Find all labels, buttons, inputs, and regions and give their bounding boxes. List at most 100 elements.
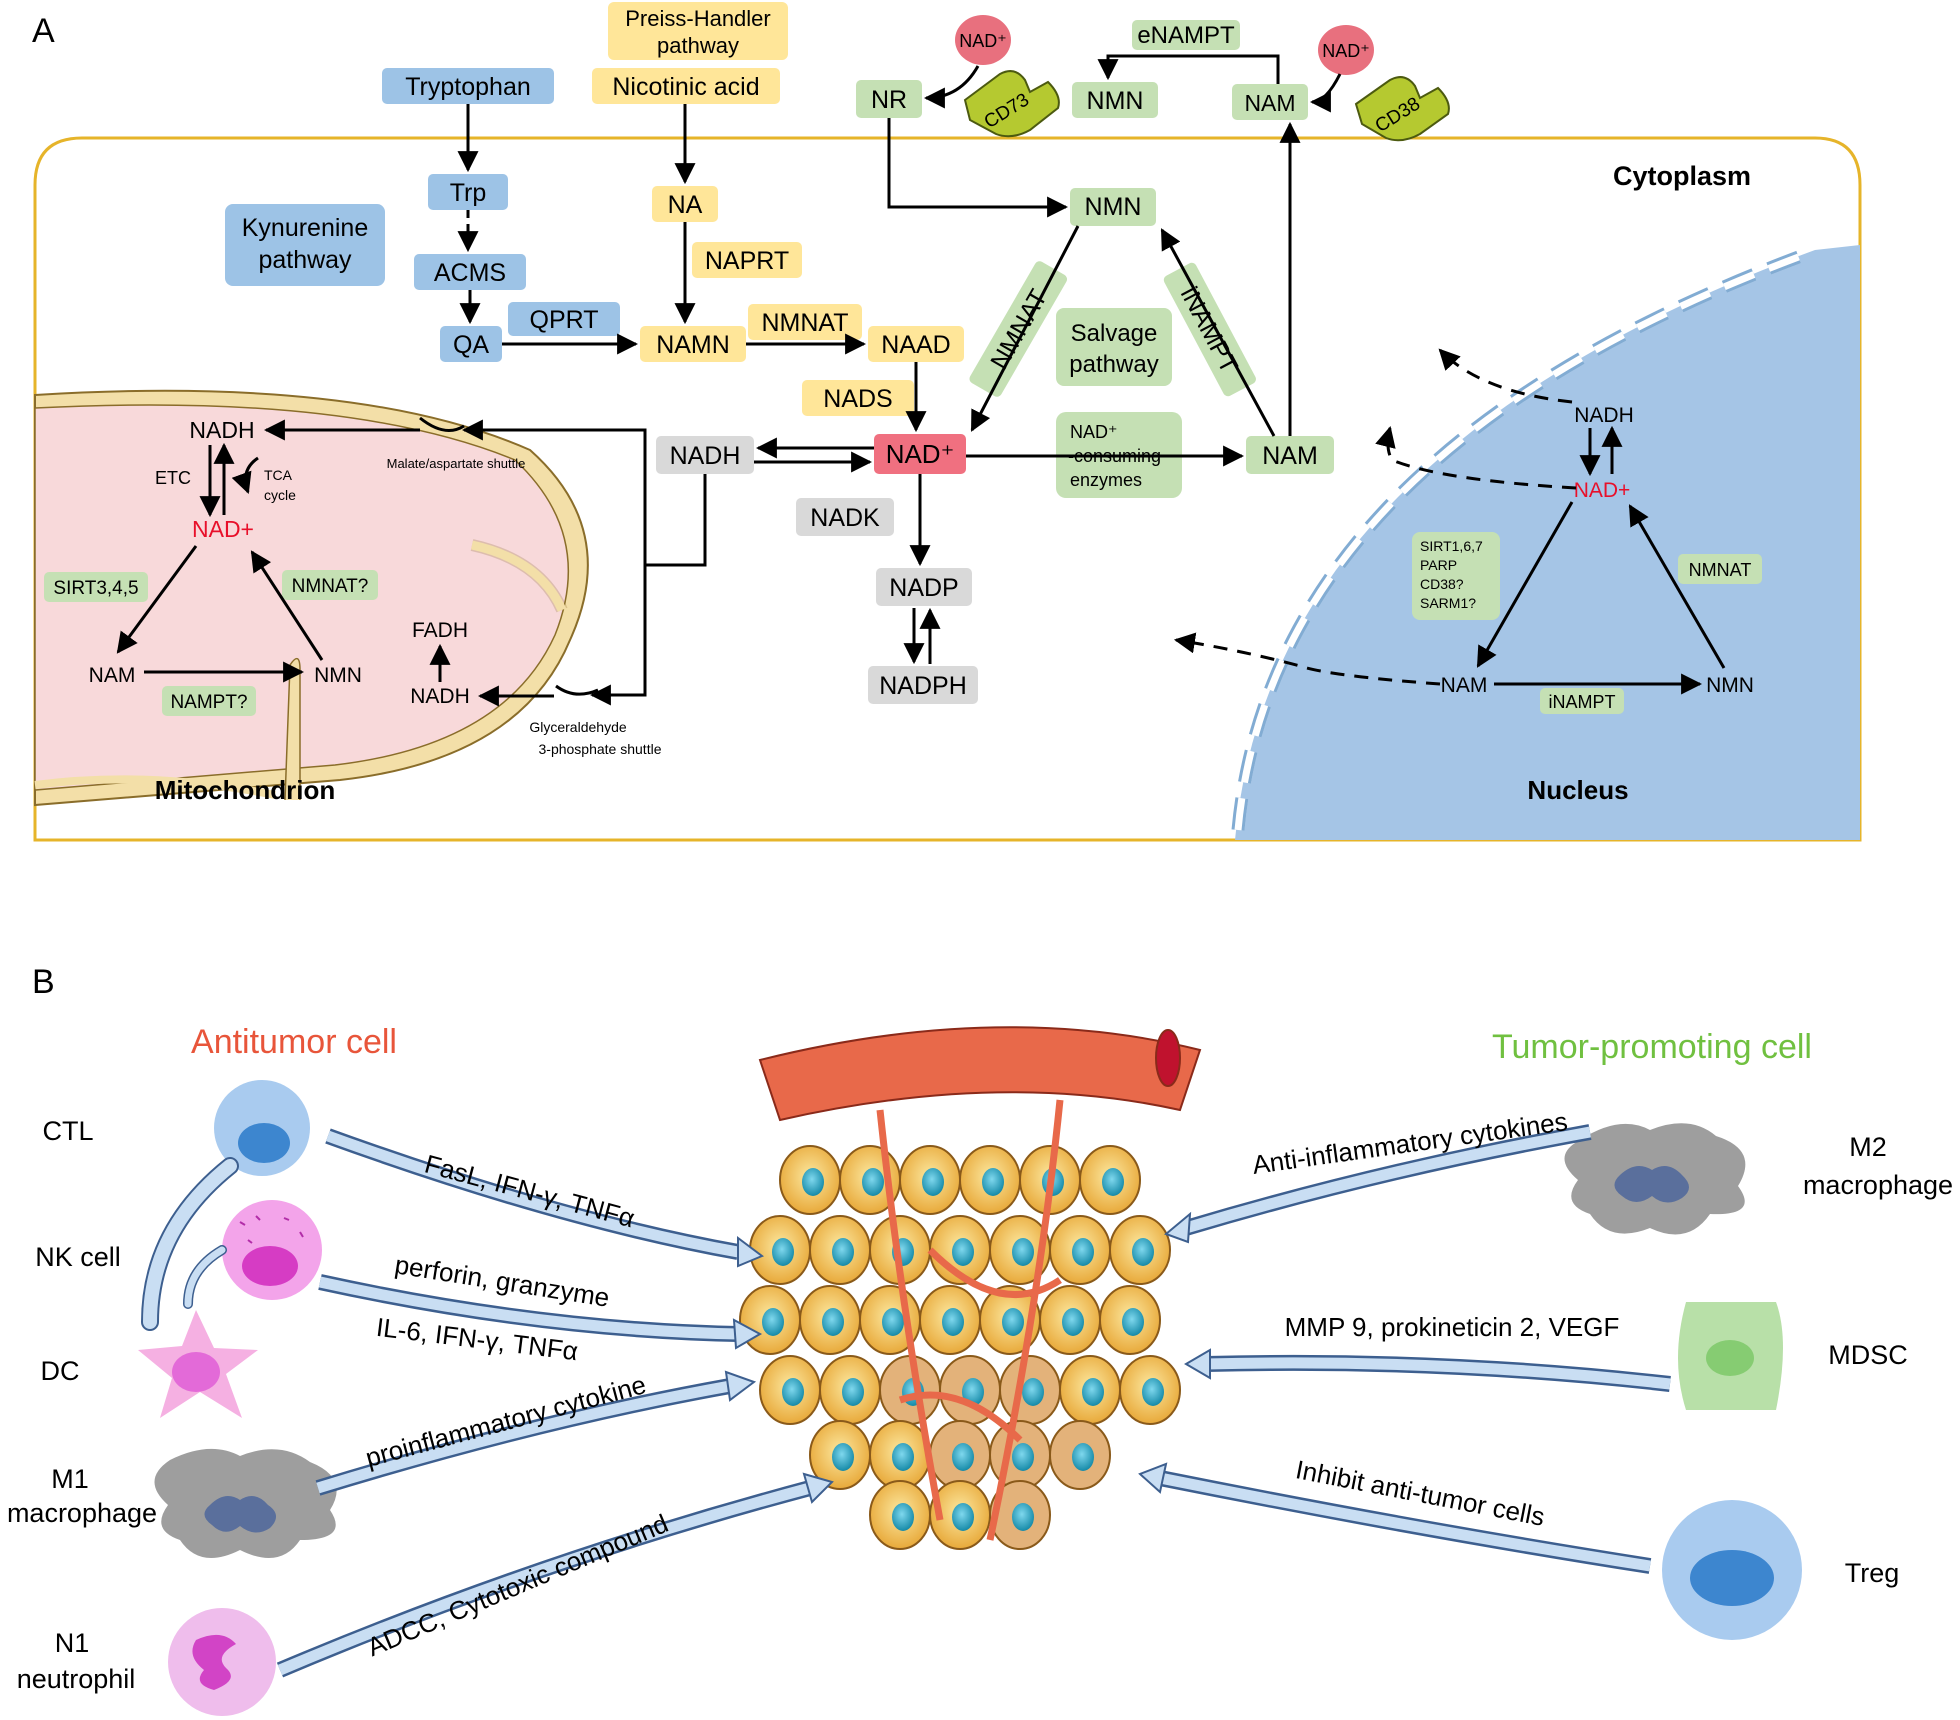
dashed-nad-export-1: [1375, 425, 1577, 490]
tumor-cell-nucleus: [822, 1308, 844, 1336]
nuclear-envelope-inner: [1234, 248, 1814, 831]
tumor-cell-nucleus: [892, 1503, 914, 1531]
cd38-enzyme-shape: [1354, 76, 1450, 142]
m1-macrophage-cell: [154, 1448, 337, 1558]
nad-left-text: NAD⁺: [959, 31, 1007, 51]
nuc-enzyme-1: SIRT1,6,7: [1420, 538, 1483, 554]
nuc-nmn: NMN: [1706, 674, 1754, 697]
crista-right-fill: [471, 540, 567, 612]
g3p-shuttle-arc: [555, 684, 599, 696]
cd73-enzyme-shape: [963, 70, 1060, 138]
acms-node: ACMS: [434, 259, 506, 287]
nk-cell-label: NK cell: [35, 1242, 121, 1272]
nr-box: [856, 80, 922, 118]
cytoplasm-label: Cytoplasm: [1613, 161, 1751, 191]
tumor-cell-nucleus: [1072, 1238, 1094, 1266]
nuc-nam: NAM: [1441, 674, 1488, 697]
mito-nampt-box: [162, 686, 256, 716]
ctl-label: CTL: [42, 1116, 93, 1146]
acms-box: [414, 254, 526, 290]
consuming-label-1: NAD⁺: [1070, 422, 1118, 442]
tumor-cell-nucleus: [1072, 1443, 1094, 1471]
mito-fadh: FADH: [412, 619, 468, 642]
naad-box: [868, 326, 964, 362]
mito-nmnat-box: [282, 570, 378, 600]
treg-cell: [1662, 1500, 1802, 1640]
arrow-nmn-nad: [970, 225, 1080, 432]
arrow-nuc-nad-nam: [1476, 501, 1574, 668]
m2-macrophage-cell: [1564, 1123, 1746, 1235]
tumor-cell-nucleus: [1062, 1308, 1084, 1336]
nad-right-text: NAD⁺: [1322, 41, 1370, 61]
qprt-enzyme: QPRT: [530, 306, 599, 334]
ctl-cell: [214, 1080, 310, 1176]
nad-core-node: NAD⁺: [886, 439, 955, 469]
nads-box: [802, 380, 914, 416]
nucleus-label: Nucleus: [1527, 775, 1628, 805]
arrow-mito-nad-nam: [116, 545, 198, 654]
tca-curl: [231, 456, 259, 494]
tumor-cell-nucleus: [982, 1168, 1004, 1196]
nam-ext-box: [1232, 84, 1308, 120]
dc-cell: [138, 1310, 258, 1418]
m1-label-1: M1: [51, 1464, 89, 1494]
dc-to-ctl-arrow: [143, 1159, 237, 1329]
head-m1: [724, 1370, 757, 1402]
preiss-handler-box: [608, 2, 788, 60]
tumor-cell-nucleus: [802, 1168, 824, 1196]
tumor-cell-nucleus: [892, 1443, 914, 1471]
na-node: NA: [668, 191, 703, 219]
nuc-nad: NAD+: [1574, 479, 1631, 502]
preiss-handler-label-2: pathway: [657, 33, 739, 58]
arrow-nk: [318, 1276, 739, 1340]
tryptophan-node: Tryptophan: [405, 73, 531, 101]
cytokine-n1: ADCC, Cytotoxic compound: [363, 1508, 673, 1662]
nadh-core-box: [656, 436, 754, 474]
mito-sirt-box: [44, 572, 148, 602]
tumor-cell-nucleus: [942, 1308, 964, 1336]
tumor-mass: [739, 1026, 1202, 1550]
nam-salvage-node: NAM: [1262, 442, 1318, 470]
tumor-cell-nucleus: [1132, 1238, 1154, 1266]
arrow-nuc-nmn-nad: [1628, 504, 1726, 669]
nadk-box: [796, 498, 894, 536]
mdsc-label: MDSC: [1828, 1340, 1908, 1370]
nuc-inampt: iNAMPT: [1549, 692, 1616, 712]
mito-nad: NAD+: [192, 516, 254, 542]
arrow-cd73: [923, 65, 980, 109]
tumor-cell-nucleus: [1012, 1238, 1034, 1266]
mito-etc: ETC: [155, 468, 191, 488]
nadp-box: [876, 568, 972, 606]
panel-a-label: A: [32, 12, 55, 50]
tumor-cell-nucleus: [832, 1238, 854, 1266]
head-m2: [1164, 1211, 1192, 1244]
tumor-cell-nucleus: [952, 1503, 974, 1531]
tumor-cell-nucleus: [922, 1168, 944, 1196]
panel-b-label: B: [32, 963, 55, 1001]
malate-shuttle-arc: [419, 416, 465, 432]
head-n1: [802, 1472, 834, 1504]
n1-neutrophil-cell: [168, 1608, 276, 1716]
tumor-cell-nucleus: [952, 1443, 974, 1471]
preiss-handler-label-1: Preiss-Handler: [625, 6, 771, 31]
arrow-m1: [316, 1380, 731, 1494]
salvage-label-2: pathway: [1069, 351, 1158, 378]
salvage-pathway-box: [1056, 308, 1172, 386]
mito-sirt: SIRT3,4,5: [53, 578, 138, 599]
blood-vessel-lumen: [1155, 1029, 1181, 1087]
cytokine-m1: proinflammatory cytokine: [362, 1369, 649, 1473]
qa-node: QA: [453, 331, 489, 359]
tumor-cell-nucleus: [862, 1168, 884, 1196]
qa-box: [440, 326, 502, 362]
nuc-nadh: NADH: [1574, 404, 1634, 427]
nadh-core-node: NADH: [670, 442, 741, 470]
arrow-mdsc: [1205, 1357, 1671, 1390]
tumor-cells: [739, 1145, 1181, 1550]
tumor-cell-nucleus: [842, 1378, 864, 1406]
tumor-cell-nucleus: [952, 1238, 974, 1266]
arrow-nam-nmn: [1160, 228, 1276, 437]
mdsc-cell: [1678, 1302, 1783, 1410]
kynurenine-label-2: pathway: [258, 246, 352, 274]
enampt-enzyme: eNAMPT: [1137, 22, 1235, 49]
